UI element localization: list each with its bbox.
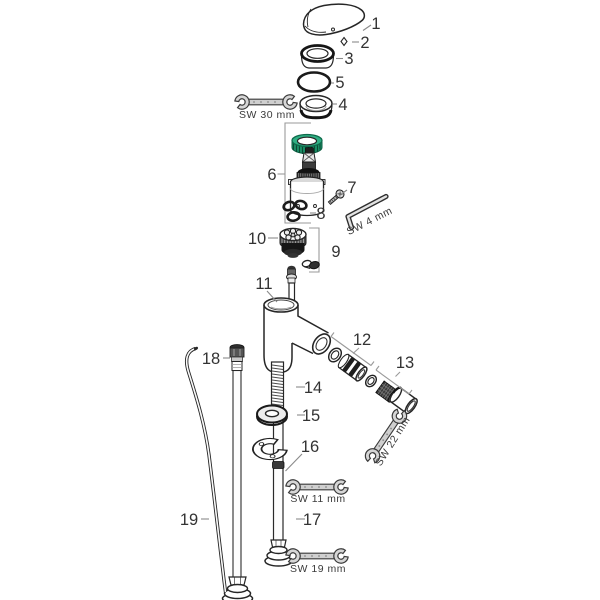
part-label-15: 15 (302, 407, 320, 425)
part-label-7: 7 (347, 179, 356, 197)
tool-label-sw11: SW 11 mm (290, 493, 345, 505)
supply-hose-part (221, 344, 254, 600)
part-label-1: 1 (371, 15, 380, 33)
threaded-rod-part (270, 361, 285, 409)
part-label-4: 4 (338, 96, 347, 114)
faucet-body-part (263, 265, 332, 374)
part-label-9: 9 (331, 243, 340, 261)
part-label-10: 10 (248, 230, 266, 248)
cartridge-bracket (277, 122, 311, 224)
part-label-13: 13 (396, 354, 414, 372)
aerator-insert-part (327, 347, 368, 382)
part9-bracket (309, 227, 320, 273)
part-label-19: 19 (180, 511, 198, 529)
handle-part (302, 3, 366, 36)
leader-lines (201, 24, 372, 520)
part-label-14: 14 (304, 379, 322, 397)
horseshoe-clamp-part (252, 437, 288, 461)
tool-label-sw19: SW 19 mm (290, 563, 346, 575)
part-label-18: 18 (202, 350, 220, 368)
thin-hose-part (185, 346, 228, 593)
part-label-2: 2 (360, 34, 369, 52)
seal-set-part (282, 199, 308, 223)
o-ring-part (296, 71, 332, 93)
base-ring-part (299, 94, 333, 120)
tool-label-sw30: SW 30 mm (239, 109, 295, 121)
part-label-12: 12 (353, 331, 371, 349)
aerator-sleeve-part (364, 374, 418, 415)
pipe-collar (272, 461, 285, 469)
part-label-3: 3 (344, 50, 353, 68)
sleeve-ring-part (300, 44, 335, 69)
washer-part (256, 404, 288, 426)
tool-label-sw4: SW 4 mm (345, 205, 395, 238)
part-label-11: 11 (255, 275, 272, 293)
part-label-16: 16 (301, 438, 319, 456)
supply-pipe-part (272, 407, 284, 543)
flow-regulator-part (279, 227, 307, 258)
allen-key-sw4-icon (345, 193, 389, 231)
part13-bracket (375, 365, 413, 395)
screw-part (327, 189, 345, 206)
part-label-17: 17 (303, 511, 321, 529)
part-label-5: 5 (335, 74, 344, 92)
part12-bracket (330, 332, 375, 366)
part-label-8: 8 (316, 205, 325, 223)
set-screw-part (340, 36, 348, 47)
part-label-6: 6 (267, 166, 276, 184)
pipe-foot (264, 539, 293, 567)
clip-part (301, 259, 320, 270)
